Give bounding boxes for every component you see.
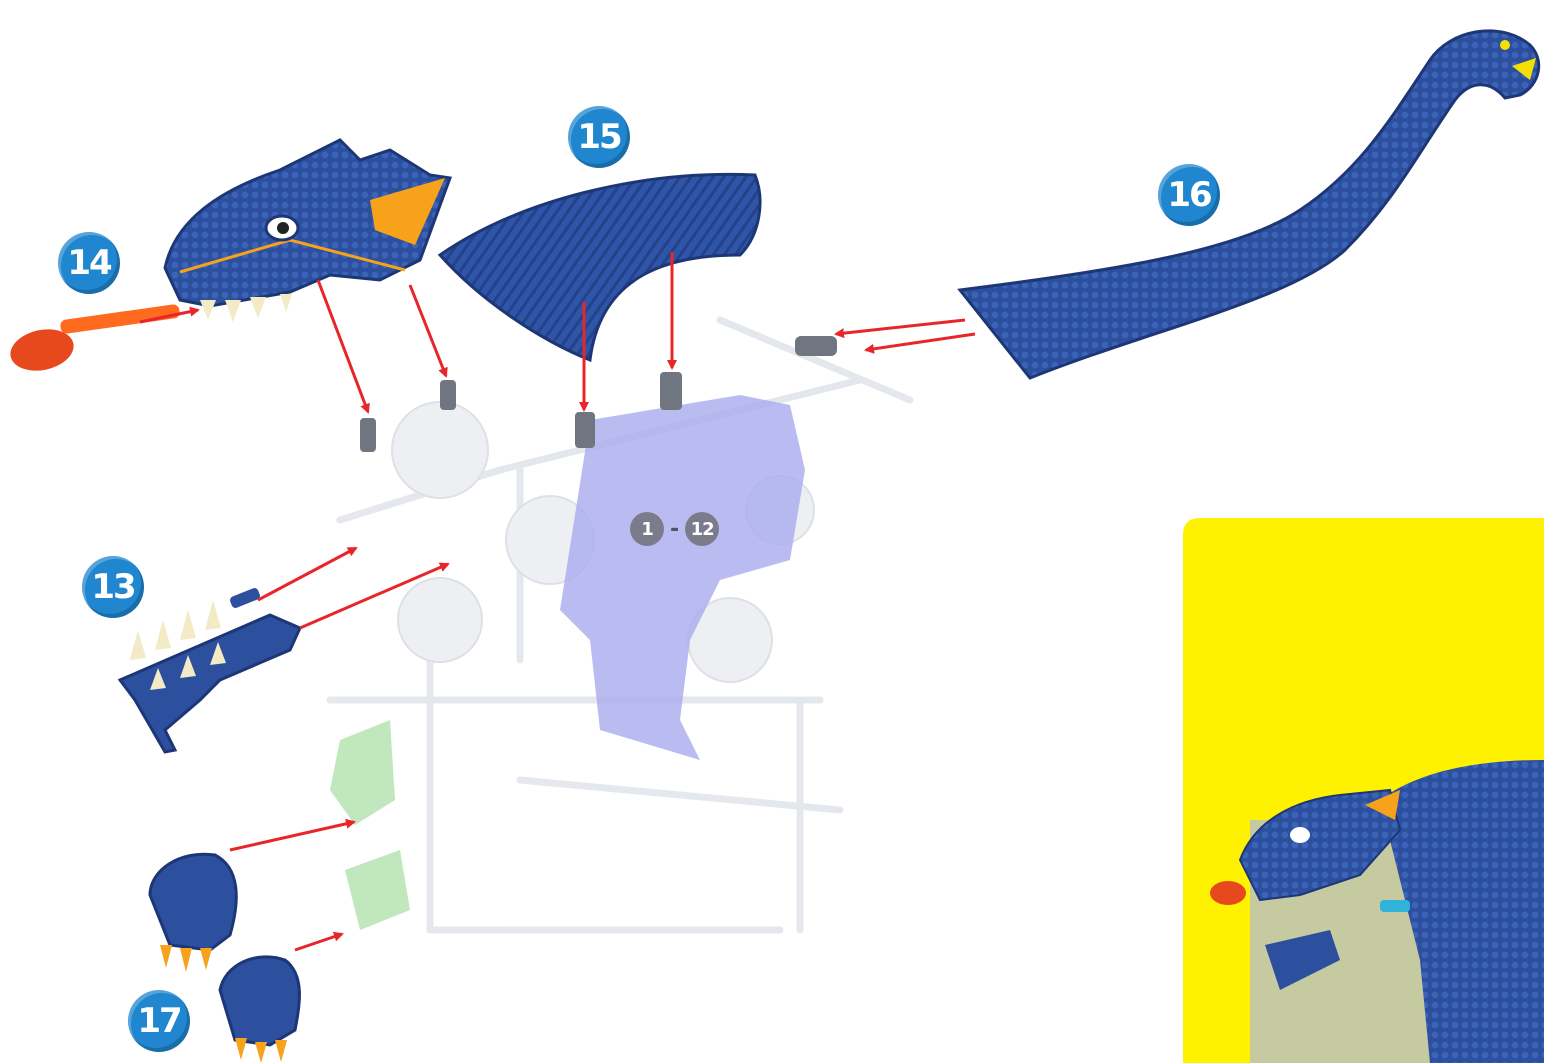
prebuilt-frame: [330, 320, 910, 930]
back-plate-part: [440, 174, 760, 360]
range-end-badge: 12: [685, 512, 719, 546]
prior-steps-range: 1 - 12: [630, 512, 719, 546]
range-separator: -: [670, 517, 679, 542]
step-badge-15: 15: [568, 106, 630, 168]
lower-jaw-part: [120, 587, 300, 752]
step-badge-13: 13: [82, 556, 144, 618]
step-badge-17: 17: [128, 990, 190, 1052]
step-badge-16: 16: [1158, 164, 1220, 226]
fire-breath-part: [7, 304, 181, 376]
range-start-badge: 1: [630, 512, 664, 546]
neck-part: [960, 31, 1539, 378]
dragon-head-part: [165, 140, 450, 322]
step-badge-14: 14: [58, 232, 120, 294]
completed-model-inset: [1183, 518, 1544, 1063]
assembly-arrows: [140, 252, 975, 950]
battery-box: [560, 395, 805, 760]
